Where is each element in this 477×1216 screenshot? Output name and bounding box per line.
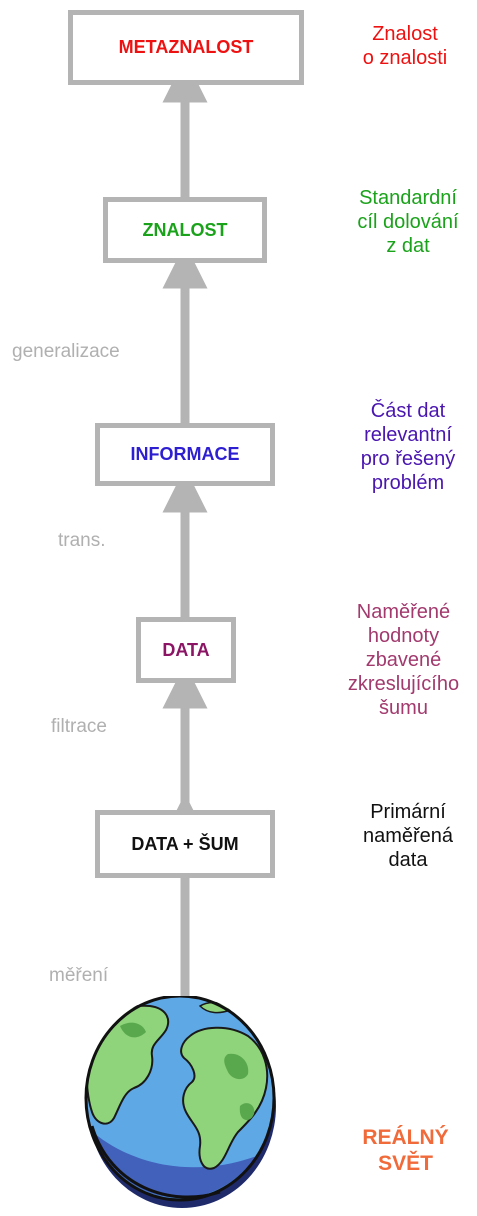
box-information-label: INFORMACE	[130, 444, 240, 464]
box-data-noise-label: DATA + ŠUM	[131, 833, 239, 854]
transition-generalization: generalizace	[12, 341, 120, 362]
desc-data: Naměřené hodnoty zbavené zkreslujícího š…	[347, 601, 460, 719]
desc-data-noise: Primární naměřená data	[362, 801, 454, 871]
box-knowledge-label: ZNALOST	[142, 219, 228, 240]
desc-knowledge: Standardní cíl dolování z dat	[357, 187, 459, 257]
box-metaknowledge: METAZNALOST	[68, 10, 304, 85]
box-data: DATA	[136, 617, 236, 683]
transition-measurement: měření	[49, 965, 109, 986]
box-data-noise: DATA + ŠUM	[95, 810, 275, 878]
box-information: INFORMACE	[95, 423, 275, 486]
earth-globe-icon	[84, 996, 276, 1208]
transition-trans: trans.	[58, 530, 106, 551]
box-data-label: DATA	[162, 639, 210, 660]
desc-information: Část dat relevantní pro řešený problém	[360, 400, 456, 494]
box-metaknowledge-label: METAZNALOST	[118, 37, 254, 57]
real-world-label: REÁLNÝ SVĚT	[362, 1126, 449, 1175]
box-knowledge: ZNALOST	[103, 197, 267, 263]
desc-metaknowledge: Znalost o znalosti	[362, 23, 448, 69]
transition-filtration: filtrace	[51, 716, 107, 737]
